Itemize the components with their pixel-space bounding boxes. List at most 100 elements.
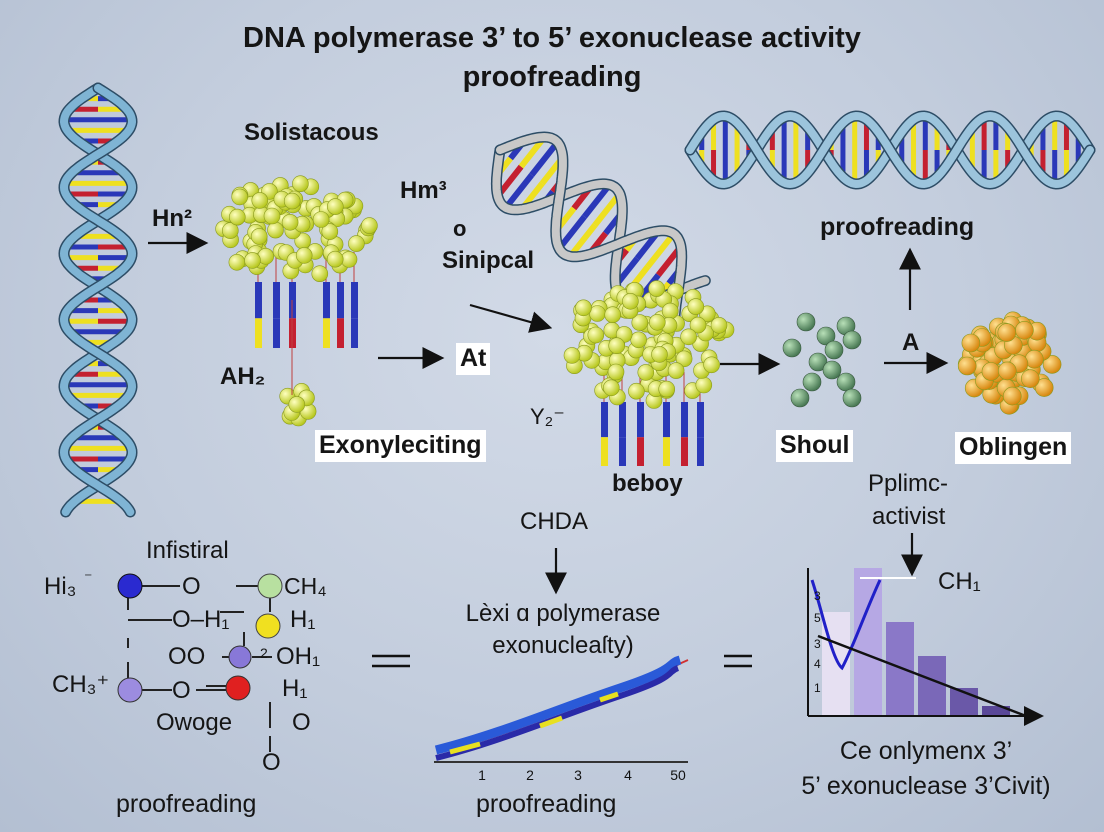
mol-sub2: 2 [260,645,268,661]
yellow-sphere [622,292,639,310]
yellow-sphere [630,331,647,349]
dna-segment [619,437,626,466]
dna-segment [337,318,344,348]
dna-segment [619,402,626,438]
curve-line [810,579,882,671]
green-molecule [782,312,862,408]
trend-line [817,634,1027,718]
yellow-sphere [695,376,713,394]
yellow-sphere [680,328,697,346]
arrow-sinipcal [469,303,553,333]
yellow-sphere [311,265,329,283]
dna-segment [637,402,644,438]
label-a: A [902,329,920,356]
label-shoul: Shoul [776,430,854,462]
orange-sphere [1002,386,1022,406]
label-at: At [456,343,491,375]
green-sphere [808,352,828,372]
yellow-sphere [228,253,246,271]
yellow-sphere [231,188,248,206]
dna-segment [323,318,330,348]
label-y2: Y₂⁻ [530,404,565,429]
label-proofreading-mid: proofreading [476,790,617,818]
green-sphere [782,338,802,358]
yellow-sphere [321,223,339,240]
y-tick-label: 4 [814,657,821,671]
label-beboy: beboy [612,470,683,497]
title-line-2: proofreading [462,61,642,93]
dna-segment [663,402,670,438]
mol-o-row3: O [172,677,191,704]
mol-o1: O [182,573,201,600]
dna-segment [681,437,688,466]
dna-segment [637,437,644,466]
green-sphere [836,372,856,392]
yellow-sphere [361,217,378,234]
dna-segment [351,318,358,348]
label-hm3: Hm³ [400,177,447,204]
dna-helix-left [58,82,138,518]
x-tick-label: 3 [574,767,582,783]
label-sinipcal: Sinipcal [442,247,535,274]
dna-segment [351,282,358,319]
dna-helix-horizontal [684,110,1096,190]
label-hn2: Hn² [152,205,192,232]
helix-strand [59,84,137,516]
label-ah2: AH₂ [220,363,266,390]
label-proofreading-left: proofreading [116,790,257,818]
yellow-sphere [687,298,705,315]
yellow-sphere [281,214,299,231]
yellow-sphere [607,363,625,381]
label-exonyleciting: Exonyleciting [315,430,486,462]
label-oblingen: Oblingen [955,432,1072,464]
orange-cluster [957,311,1062,415]
mol-o-bottom: O [262,749,281,776]
label-solistacous: Solistacous [244,119,379,146]
yellow-sphere [263,207,281,225]
atom-blue [117,573,143,599]
label-ce-line2: 5’ exonuclease 3’Civit) [801,772,1051,800]
yellow-sphere [648,313,666,331]
molecule-atoms [117,573,283,703]
title-line-1: DNA polymerase 3’ to 5’ exonuclease acti… [243,22,861,54]
orange-sphere [981,362,1001,381]
orange-sphere [1015,320,1034,340]
yellow-sphere [608,337,626,355]
helix-rung [645,231,677,269]
green-sphere [790,388,810,408]
dna-segment [337,282,344,319]
label-pplimc: Pplimc- [868,470,949,497]
orange-sphere [957,356,977,376]
dna-segment [681,402,688,438]
label-activist: activist [872,503,946,530]
helix-rung [503,173,535,210]
polymerase-cluster-left [215,175,378,427]
x-tick-label: 4 [624,767,632,783]
yellow-sphere [563,347,581,364]
label-infistiral: Infistiral [146,537,229,564]
helix-rung [592,191,623,227]
yellow-sphere [292,175,309,192]
y-tick-label: 3 [814,637,821,651]
orange-sphere [997,323,1017,342]
label-lexa-line2: exonucleaſty) [492,632,634,659]
mol-o-right: O [292,709,311,736]
bar [886,622,914,716]
mol-hi3: Hi₃ [44,573,77,600]
yellow-sphere [658,380,676,398]
yellow-sphere [604,306,622,324]
yellow-sphere [631,314,649,331]
yellow-sphere [283,192,301,210]
atom-red [225,675,251,701]
dna-segment [273,318,280,348]
label-lexa-line1: Lèxi ɑ polymerase [465,600,661,627]
label-chda: CHDA [520,508,589,535]
yellow-sphere [661,302,679,320]
helix-strand [59,84,137,516]
yellow-sphere [628,382,645,400]
green-sphere [824,340,844,360]
yellow-sphere [312,211,330,228]
yellow-sphere [710,316,728,334]
